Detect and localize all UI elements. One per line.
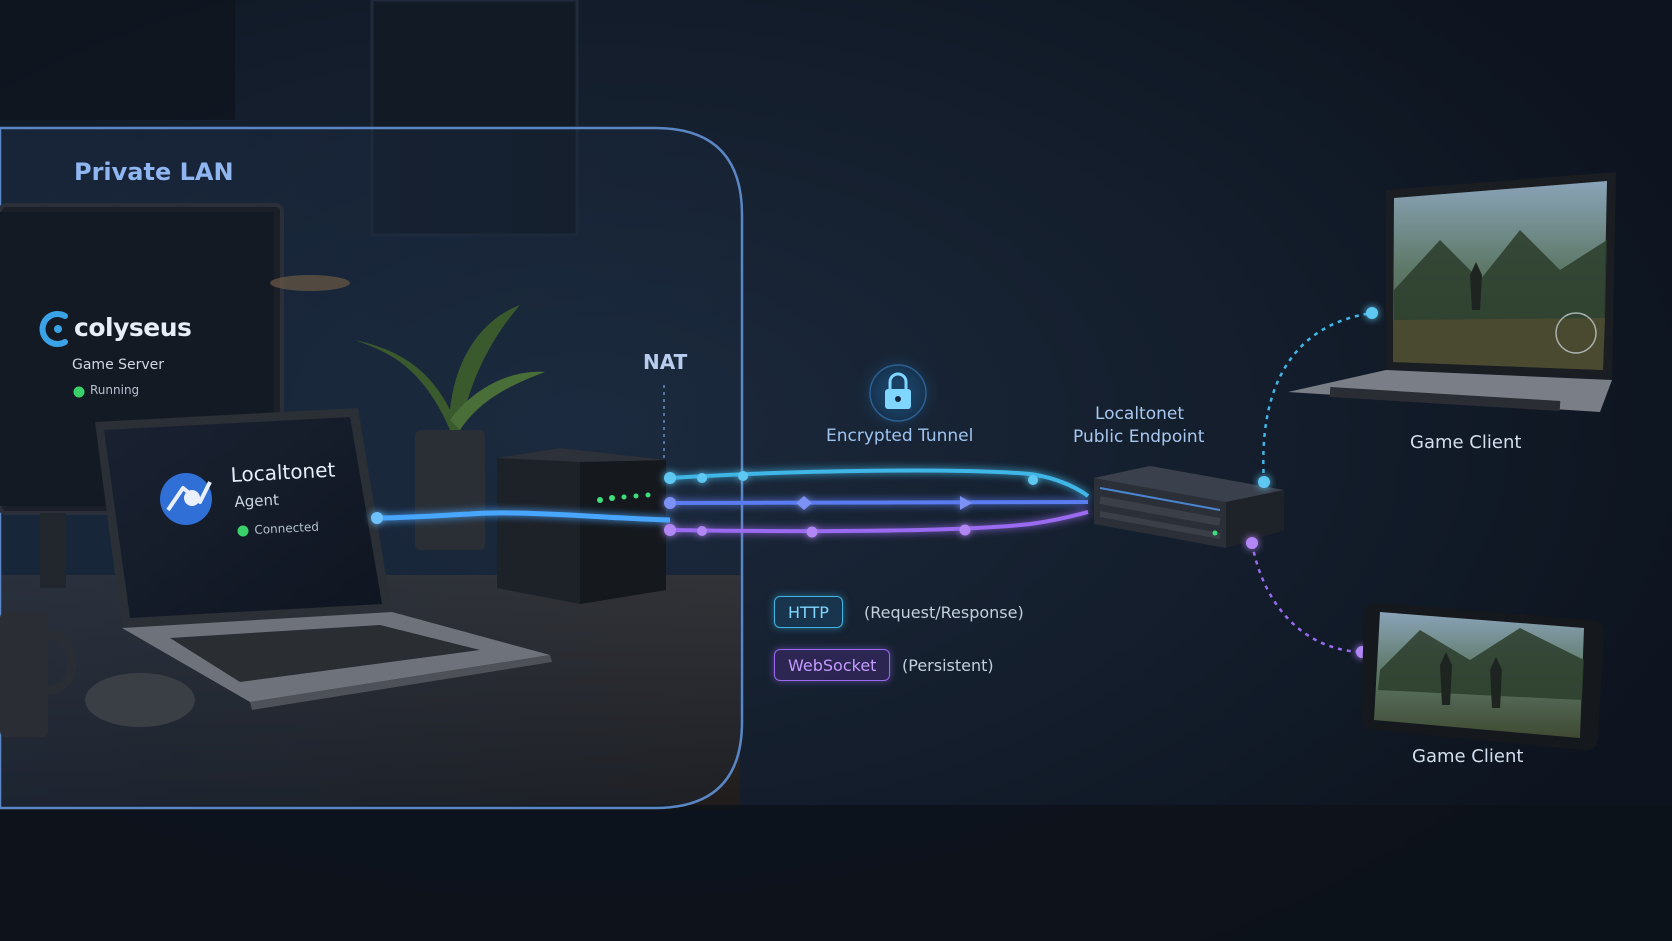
running-status-dot	[73, 386, 85, 398]
agent-endpoint-node	[371, 512, 383, 524]
connected-status-dot	[237, 525, 249, 537]
localtonet-logo-icon	[160, 473, 212, 525]
http-description: (Request/Response)	[864, 603, 1024, 622]
encrypted-tunnel-label: Encrypted Tunnel	[826, 426, 974, 446]
nat-label: NAT	[643, 350, 688, 374]
game-server-title: Game Server	[72, 357, 165, 373]
tunnel-node	[664, 497, 676, 509]
tunnel-node	[697, 526, 707, 536]
nat-router-box	[497, 448, 666, 604]
http-tunnel-line	[669, 468, 1090, 498]
colyseus-brand: colyseus	[74, 313, 192, 342]
potted-plant	[355, 305, 545, 550]
coffee-mug	[0, 612, 77, 737]
tunnel-node	[738, 471, 748, 481]
tunnel-node	[960, 496, 972, 510]
agent-role: Agent	[234, 490, 280, 511]
tunnel-node	[1028, 475, 1038, 485]
game-server-status: Running	[90, 383, 140, 397]
game-client-label: Game Client	[1410, 432, 1522, 453]
private-lan-title: Private LAN	[74, 158, 234, 186]
floor-shadow	[0, 805, 1672, 941]
phone-client-connector	[1250, 542, 1363, 654]
tunnel-node	[959, 524, 971, 536]
tunnel-lines	[371, 468, 1090, 538]
computer-mouse	[85, 673, 195, 727]
desk-lamp	[270, 275, 350, 291]
connector-node	[1258, 476, 1270, 488]
game-client-label: Game Client	[1412, 746, 1524, 767]
connector-node	[1246, 537, 1258, 549]
middle-tunnel-line	[669, 500, 1089, 505]
lan-to-agent-line	[376, 510, 671, 523]
lock-icon	[869, 364, 927, 422]
websocket-badge: WebSocket	[774, 649, 891, 681]
tunnel-node	[664, 472, 676, 484]
connector-node	[1366, 307, 1378, 319]
websocket-description: (Persistent)	[902, 656, 994, 675]
agent-laptop	[95, 408, 552, 710]
game-client-phone	[1360, 602, 1605, 751]
public-endpoint-server	[1094, 466, 1284, 548]
tunnel-node	[664, 524, 676, 536]
endpoint-label-line1: Localtonet	[1095, 404, 1185, 424]
colyseus-logo-icon	[39, 311, 68, 347]
game-client-laptop	[1288, 172, 1616, 412]
endpoint-label-line2: Public Endpoint	[1073, 427, 1205, 447]
http-badge: HTTP	[774, 596, 843, 628]
tunnel-node	[806, 526, 818, 538]
laptop-client-connector	[1262, 311, 1373, 483]
bookshelf	[0, 0, 235, 120]
tunnel-node	[697, 473, 707, 483]
tunnel-node	[796, 496, 812, 510]
